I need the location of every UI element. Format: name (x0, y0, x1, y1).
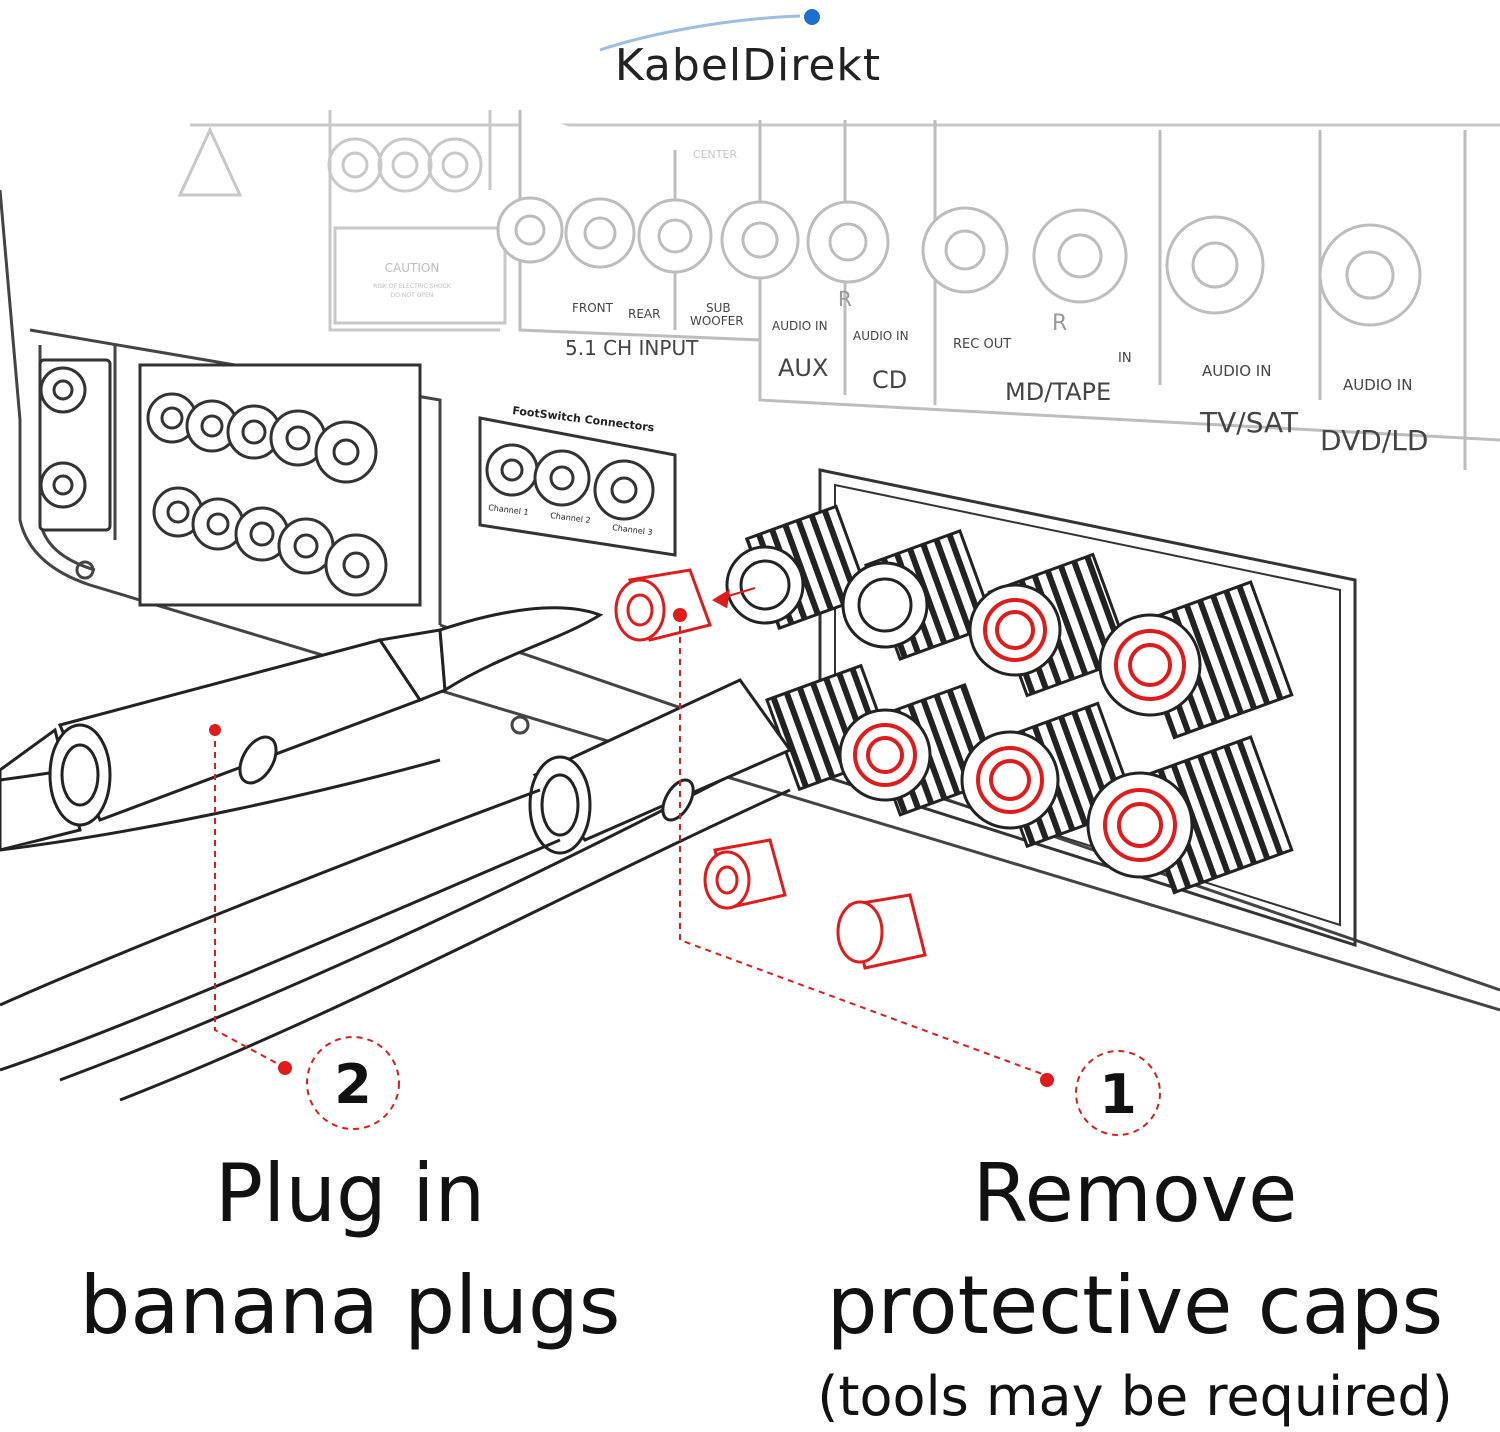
rca-input-row (496, 110, 1500, 470)
svg-text:AUDIO IN: AUDIO IN (853, 329, 909, 343)
svg-text:CD: CD (872, 366, 907, 394)
svg-text:AUDIO IN: AUDIO IN (1343, 376, 1412, 394)
protective-cap-icon (614, 568, 927, 970)
step-2-badge: 2 (306, 1036, 400, 1130)
step-2-caption: Plug in banana plugs (0, 1138, 700, 1362)
illustration: KabelDirekt CAUTION RISK OF ELECTRIC SHO… (0, 9, 1500, 1136)
banana-plug-icon (0, 606, 793, 1102)
step-1-caption: Remove protective caps (tools may be req… (770, 1138, 1500, 1432)
brand-logo: KabelDirekt (599, 9, 881, 91)
brand-name: KabelDirekt (615, 40, 881, 91)
brand-dot (804, 9, 820, 25)
svg-text:RISK OF ELECTRIC SHOCK: RISK OF ELECTRIC SHOCK (373, 283, 452, 290)
svg-text:REC OUT: REC OUT (953, 337, 1011, 352)
step-1-line-2: protective caps (826, 1259, 1444, 1352)
speaker-terminal-plate (818, 468, 1357, 948)
svg-text:DVD/LD: DVD/LD (1320, 424, 1428, 457)
step-1-badge: 1 (1075, 1050, 1161, 1136)
rca-row-labels: CENTER FRONT REAR SUB WOOFER 5.1 CH INPU… (565, 148, 1428, 457)
callout-dots (209, 608, 1054, 1087)
svg-text:DO NOT OPEN: DO NOT OPEN (391, 292, 434, 299)
svg-text:AUDIO IN: AUDIO IN (1202, 362, 1271, 380)
svg-text:IN: IN (1118, 351, 1132, 366)
step-2-line-2: banana plugs (79, 1259, 621, 1352)
svg-text:2: 2 (334, 1053, 372, 1116)
callout-lines (214, 615, 1046, 1076)
binding-posts (725, 504, 1294, 895)
svg-text:1: 1 (1099, 1063, 1137, 1126)
caution-label: CAUTION RISK OF ELECTRIC SHOCK DO NOT OP… (373, 261, 452, 299)
svg-text:REAR: REAR (628, 307, 660, 321)
svg-text:FRONT: FRONT (572, 301, 614, 315)
svg-text:AUX: AUX (778, 354, 828, 382)
svg-text:R: R (1052, 311, 1067, 336)
svg-text:TV/SAT: TV/SAT (1199, 406, 1299, 439)
svg-text:SUB: SUB (706, 301, 731, 315)
footswitch-connectors (478, 416, 677, 557)
svg-text:R: R (838, 287, 852, 311)
step-2-line-1: Plug in (214, 1147, 486, 1240)
svg-text:CENTER: CENTER (693, 148, 738, 161)
svg-text:CAUTION: CAUTION (385, 261, 440, 275)
svg-text:AUDIO IN: AUDIO IN (772, 319, 828, 333)
step-1-note: (tools may be required) (817, 1365, 1453, 1428)
left-rca-jacks (38, 358, 422, 607)
svg-text:WOOFER: WOOFER (690, 314, 744, 328)
step-1-line-1: Remove (972, 1147, 1298, 1240)
svg-text:MD/TAPE: MD/TAPE (1005, 378, 1111, 406)
warning-triangle-icon (177, 126, 243, 197)
svg-text:5.1 CH INPUT: 5.1 CH INPUT (565, 336, 699, 360)
